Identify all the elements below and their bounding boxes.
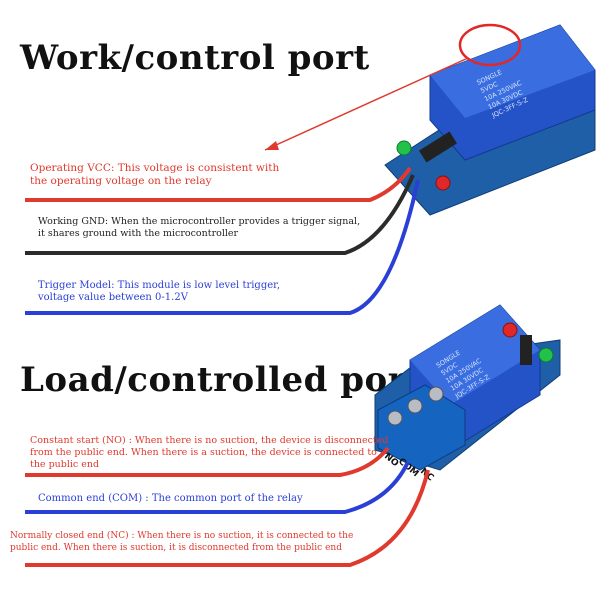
highlight-arrow-head (265, 141, 279, 150)
vcc-note-line2: the operating voltage on the relay (30, 175, 212, 187)
load-port-title: Load/controlled port (20, 360, 423, 400)
work-port-title: Work/control port (20, 38, 370, 78)
gnd-note-line2: it shares ground with the microcontrolle… (38, 228, 239, 239)
bottom-relay-module: SONGLE 5VDC 10A 250VAC 10A 30VDC JQC-3FF… (374, 304, 561, 484)
highlight-arrow-line (264, 57, 469, 151)
top-blue-wire (25, 179, 420, 315)
no-note-line3: the public end (30, 459, 100, 470)
no-note-line2: from the public end. When there is a suc… (30, 447, 377, 458)
bottom-green-led (538, 347, 554, 363)
top-red-led (435, 175, 451, 191)
top-relay-face (430, 25, 595, 118)
screw-terminal-block (377, 384, 466, 471)
bottom-red-wire-nc (25, 469, 430, 567)
bottom-header-pins (520, 335, 532, 365)
terminal-screw-no (387, 410, 403, 426)
nc-note-line2: public end. When there is suction, it is… (10, 543, 342, 553)
nc-note-line1: Normally closed end (NC) : When there is… (10, 531, 354, 541)
top-relay-module: SONGLE 5VDC 10A 250VAC 10A 30VDC JQC-3FF… (384, 23, 596, 216)
voltage-highlight-circle (458, 23, 522, 67)
terminal-screw-com (407, 398, 423, 414)
top-green-led (396, 140, 412, 156)
trigger-note: Trigger Model: This module is low level … (38, 280, 280, 304)
terminal-screw-nc (428, 386, 444, 402)
gnd-note: Working GND: When the microcontroller pr… (38, 216, 360, 240)
trigger-note-line2: voltage value between 0-1.2V (38, 292, 188, 303)
bottom-blue-wire-com (25, 461, 410, 514)
bottom-red-wire-no (25, 446, 390, 477)
top-red-wire (25, 166, 412, 202)
trigger-note-line1: Trigger Model: This module is low level … (38, 280, 281, 291)
no-note: Constant start (NO) : When there is no s… (30, 435, 388, 471)
com-note-line1: Common end (COM) : The common port of th… (38, 493, 303, 504)
no-note-line1: Constant start (NO) : When there is no s… (30, 435, 389, 446)
top-header-pins (419, 131, 457, 163)
gnd-note-line1: Working GND: When the microcontroller pr… (38, 216, 361, 227)
nc-note: Normally closed end (NC) : When there is… (10, 530, 353, 554)
bottom-red-led (502, 322, 518, 338)
vcc-note: Operating VCC: This voltage is consisten… (30, 162, 279, 188)
top-black-wire (25, 174, 415, 255)
com-note: Common end (COM) : The common port of th… (38, 492, 303, 505)
vcc-note-line1: Operating VCC: This voltage is consisten… (30, 162, 280, 174)
